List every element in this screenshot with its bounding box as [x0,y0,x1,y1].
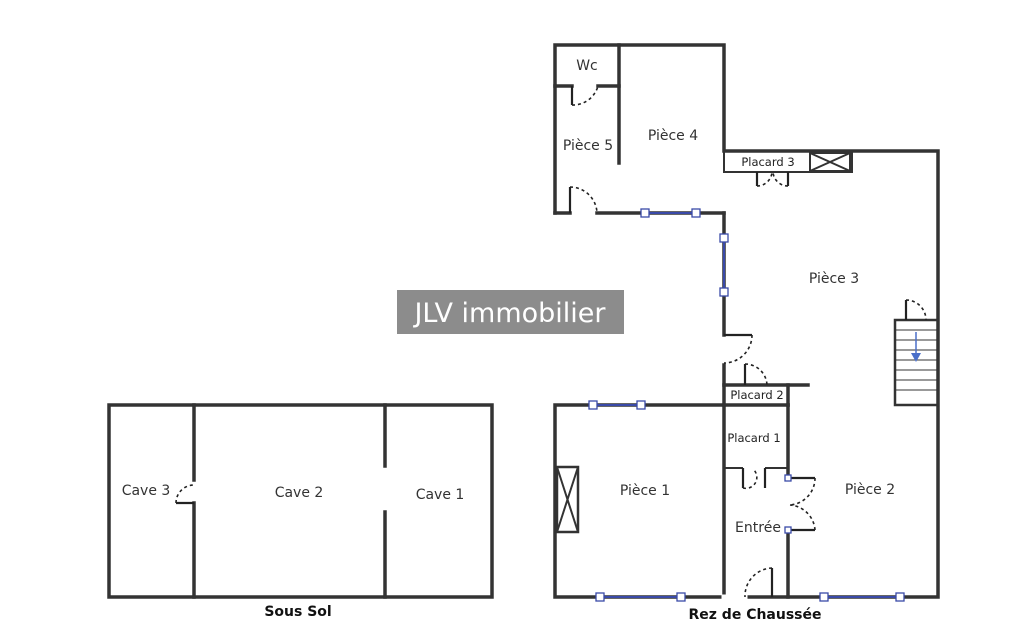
staircase [893,299,940,407]
placard1-door-arc-a [742,469,758,490]
placard2-door-arc [744,363,768,386]
caption-basement: Sous Sol [264,604,331,620]
corridor-door-arc [723,334,753,364]
room-label-placard1: Placard 1 [727,431,780,445]
cave3-door-arc [175,484,195,504]
ground-outer-wall [553,43,940,599]
entrance-door-arc [744,567,773,598]
room-label-piece3: Pièce 3 [809,271,859,287]
room-label-piece2: Pièce 2 [845,482,895,498]
windows [588,208,905,602]
piece2-door-node-a [784,474,792,482]
placard3-door-arc-a [756,171,773,187]
wc-door-arc [571,85,599,106]
fireplace-cross-b [556,466,579,533]
room-label-cave2: Cave 2 [275,485,324,501]
ground-floor-plan [553,43,940,600]
room-label-wc: Wc [576,58,598,74]
placard3-cross-b [809,152,851,172]
watermark-text: JLV immobilier [412,298,606,329]
stair-arrow-head [911,353,921,362]
room-label-placard2: Placard 2 [730,388,783,402]
room-label-piece1: Pièce 1 [620,483,670,499]
piece5-door-arc [569,186,598,214]
room-label-piece5: Pièce 5 [563,138,613,154]
piece2-door-node-b [784,526,792,534]
room-label-cave1: Cave 1 [416,487,465,503]
placard3-box [809,152,851,172]
room-label-piece4: Pièce 4 [648,128,698,144]
fireplace [555,465,580,534]
watermark: JLV immobilier [397,290,624,334]
room-label-entree: Entrée [735,520,781,536]
basement-plan [107,403,494,599]
piece2-door-arc-b [789,504,816,531]
watermark-background [397,290,624,334]
piece2-door-arc-a [789,477,816,506]
room-label-cave3: Cave 3 [122,483,171,499]
caption-ground-floor: Rez de Chaussée [689,607,822,623]
placard3-door-arc-b [772,171,789,187]
room-label-placard3: Placard 3 [741,155,794,169]
basement-outer-wall [107,403,494,599]
